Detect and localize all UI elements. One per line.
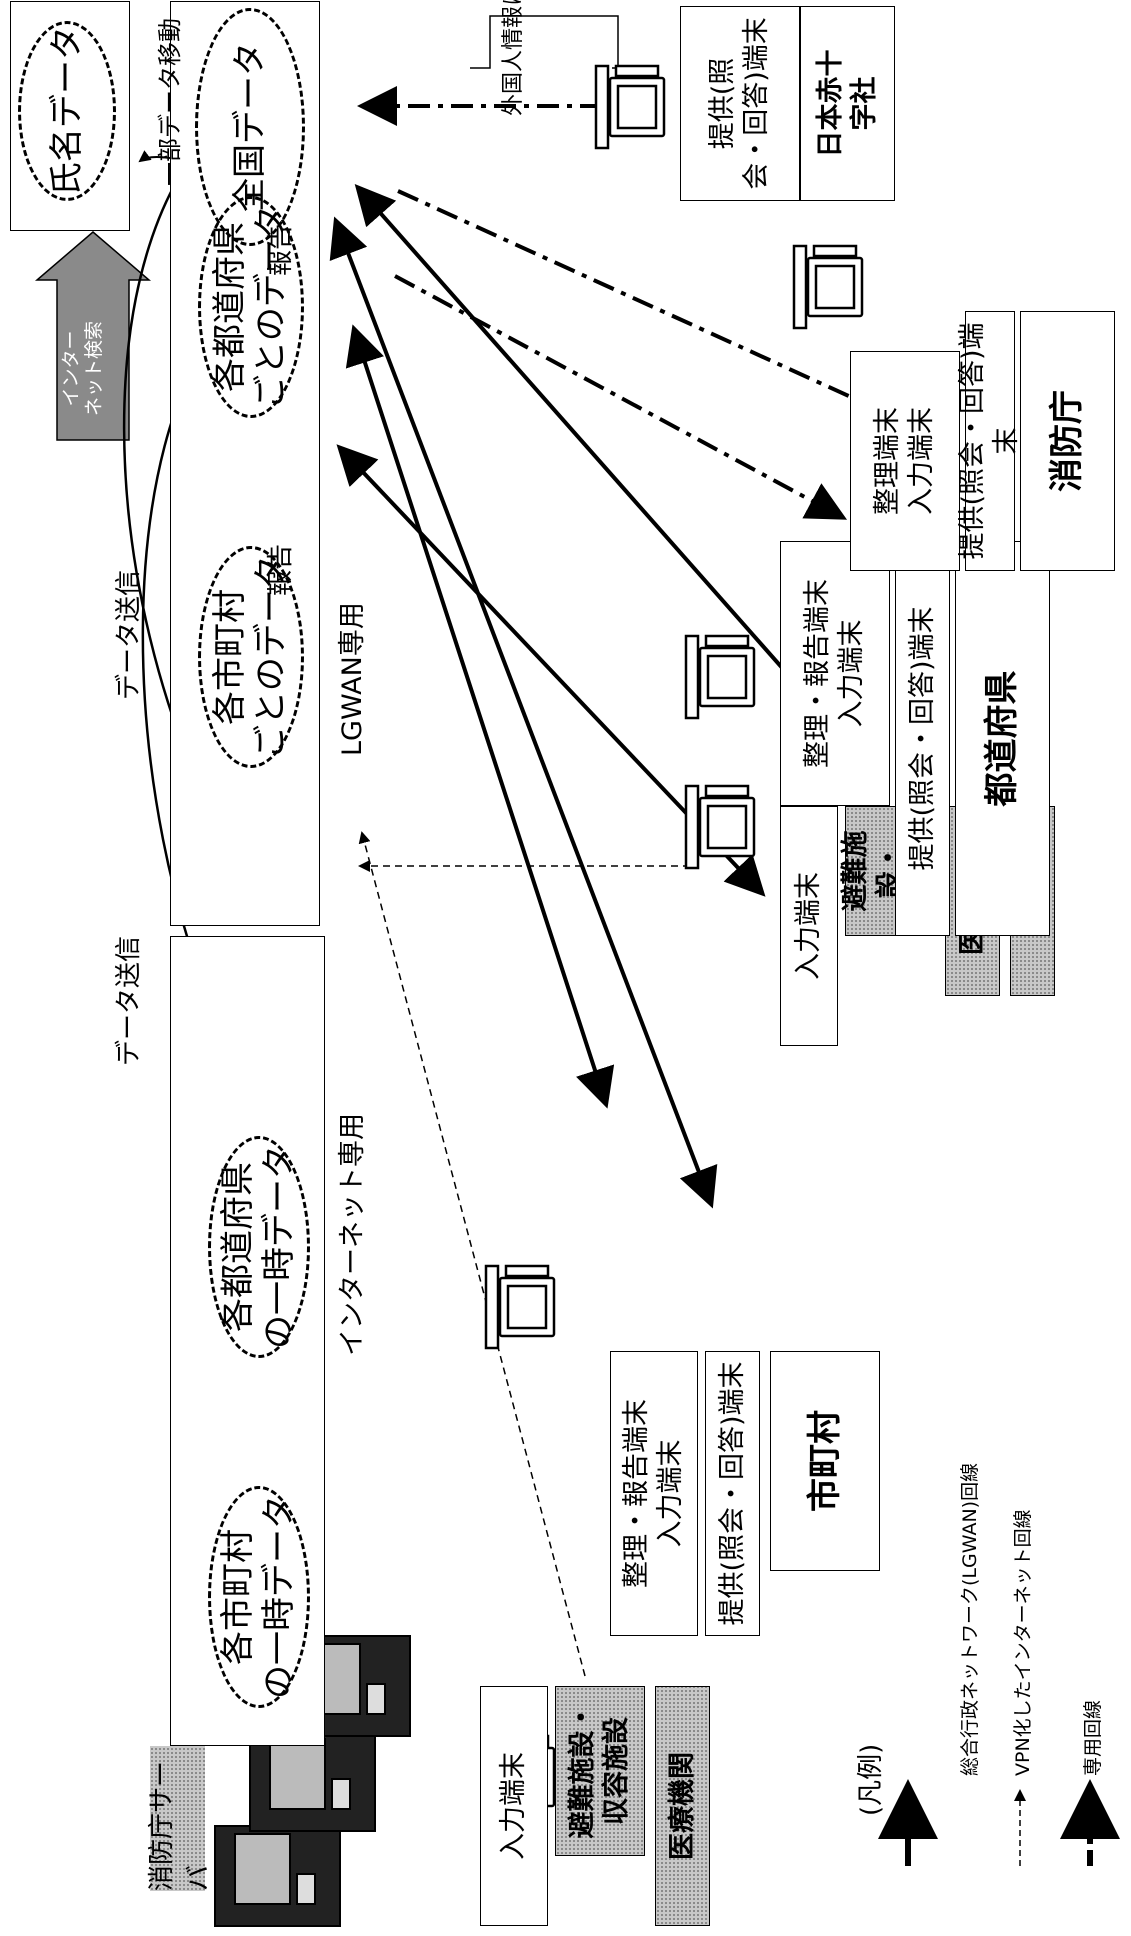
national-data: 全国データ (195, 8, 305, 246)
municipal-temp-data: 各市町村 の一時データ (208, 1486, 310, 1708)
server-label: 消防庁サーバ (150, 1746, 205, 1891)
data-send-label-2: データ送信 (108, 570, 145, 700)
prefecture-input-terminal: 整理・報告端末 入力端末 (780, 541, 890, 806)
municipality-input-terminal: 整理・報告端末 入力端末 (610, 1351, 698, 1636)
lgwan-area-label: LGWAN専用 (330, 602, 369, 756)
shelter1-shelter: 避難施設・ 収容施設 (555, 1686, 645, 1856)
shelter2-input-terminal: 入力端末 (780, 806, 838, 1046)
legend-title: (凡例) (850, 1744, 887, 1816)
shelter1-medical: 医療機関 (655, 1686, 710, 1926)
legend-item-dedicated-label: 専用回線 (1078, 1700, 1105, 1776)
foreigner-info-label: 外国人情報に限定 (495, 0, 527, 116)
fdma-input-terminal: 整理端末 入力端末 (850, 351, 960, 571)
legend-item-lgwan: 総合行政ネットワーク(LGWAN)回線 (955, 1463, 982, 1776)
lgwan-line-muni-muni (355, 332, 605, 1101)
legend-item-dedicated: 専用回線 (1078, 1700, 1105, 1776)
partial-move-label: 一部データ移動 (150, 18, 185, 186)
shelter1-input-terminal: 入力端末 (480, 1686, 548, 1926)
lgwan-line-national-muni (337, 224, 710, 1201)
report-label-2: 報告 (260, 224, 297, 276)
legend-item-vpn-label: VPN化したインターネット回線 (1008, 1509, 1035, 1776)
internet-search-label: インター ネット検索 (60, 321, 106, 416)
legend-samples (908, 1791, 1090, 1866)
foreigner-bracket (470, 16, 618, 68)
redcross-name: 日本赤十 字社 (800, 6, 895, 201)
municipality-provide-terminal: 提供(照会・回答)端末 (705, 1351, 760, 1636)
internet-area-label: インターネット専用 (330, 1113, 369, 1356)
redcross-provide-terminal: 提供(照 会・回答)端末 (680, 6, 800, 201)
data-send-label-1: データ送信 (108, 936, 145, 1066)
vpn-line-shelter1 (362, 833, 585, 1676)
municipality-name: 市町村 (770, 1351, 880, 1571)
fdma-name: 消防庁 (1020, 311, 1115, 571)
report-label-1: 報告 (260, 544, 297, 596)
legend-item-lgwan-label: 総合行政ネットワーク(LGWAN)回線 (955, 1463, 982, 1776)
prefectural-temp-data: 各都道府県 の一時データ (208, 1136, 310, 1358)
prefecture-provide-terminal: 提供(照会・回答)端末 (895, 541, 950, 936)
name-data: 氏名データ (18, 21, 116, 201)
legend-item-vpn: VPN化したインターネット回線 (1008, 1509, 1035, 1776)
fdma-provide-terminal: 提供(照会・回答)端末 (965, 311, 1015, 571)
prefecture-name: 都道府県 (955, 541, 1050, 936)
